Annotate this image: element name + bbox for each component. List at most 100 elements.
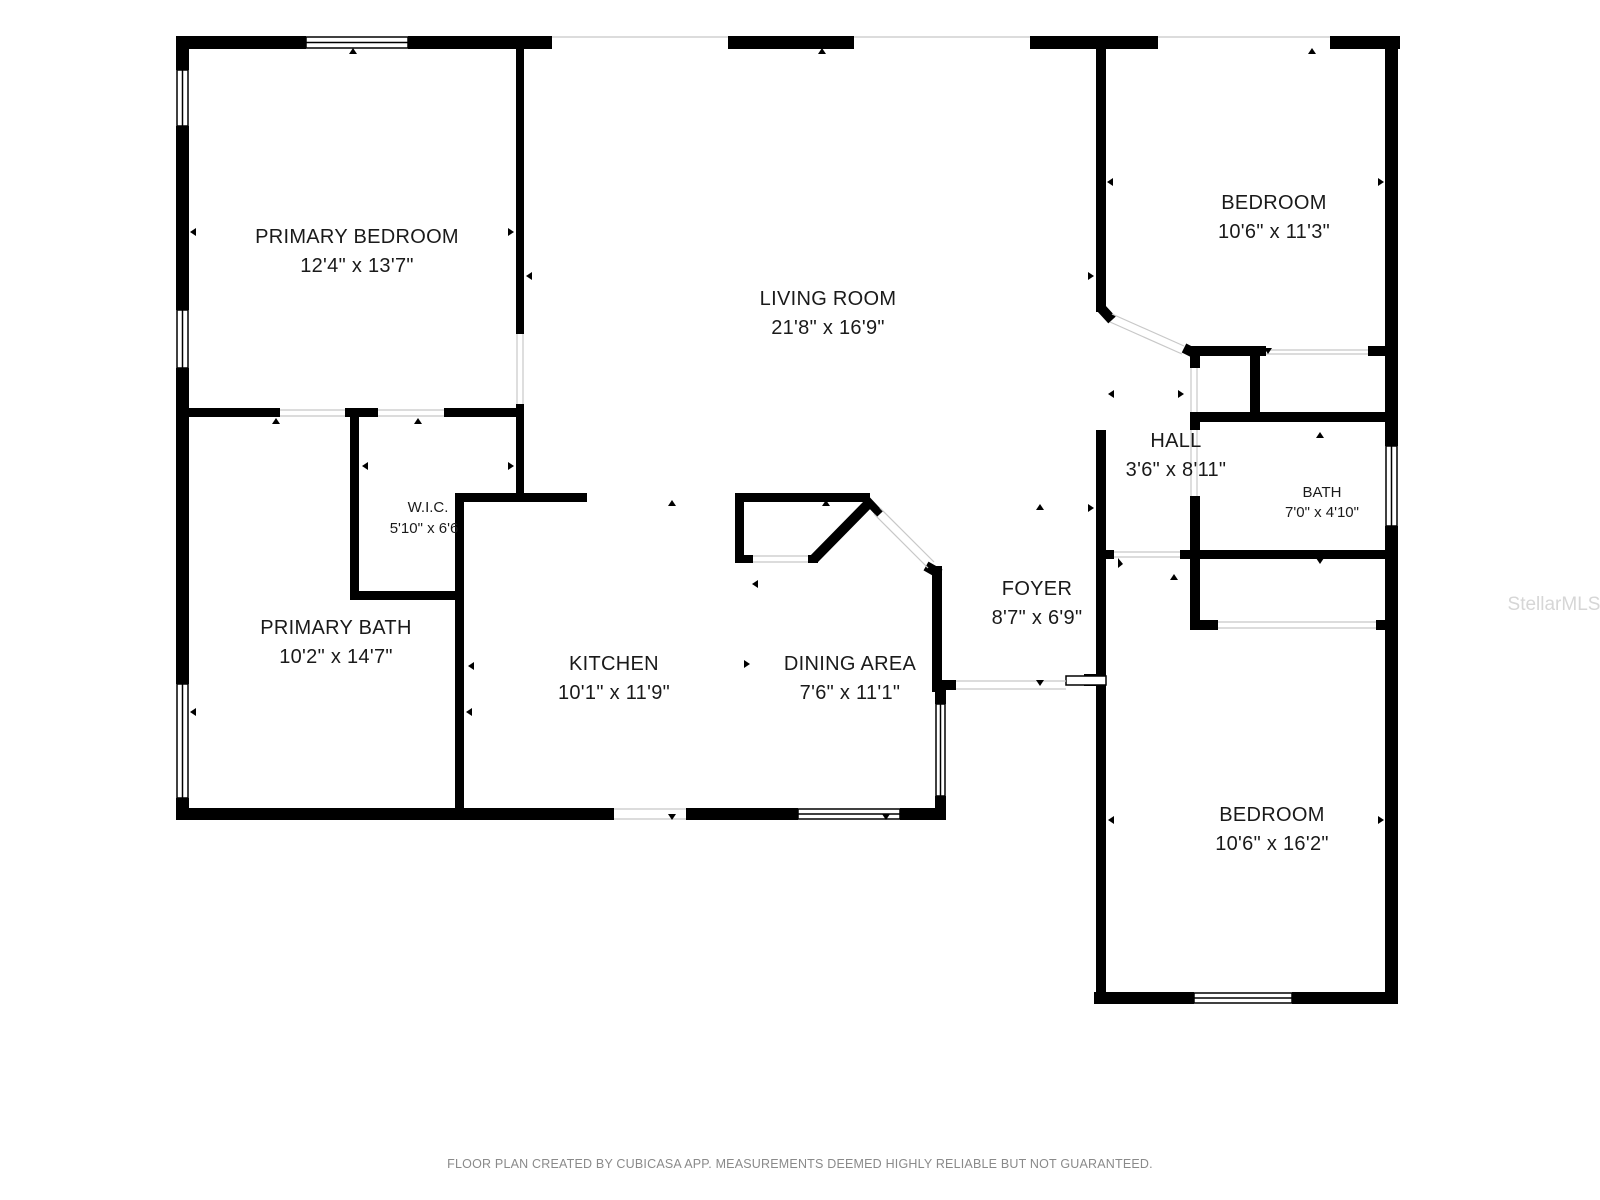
wall (1385, 526, 1398, 1004)
tick (1107, 178, 1113, 186)
tick (668, 814, 676, 820)
wall (176, 808, 614, 820)
tick (1036, 680, 1044, 686)
wall (810, 498, 874, 563)
room-dims-bath: 7'0" x 4'10" (1285, 504, 1359, 521)
wall (728, 36, 854, 49)
measurement-ticks (190, 48, 1384, 1004)
wall (923, 561, 943, 579)
tick (1118, 558, 1123, 568)
wall (735, 493, 870, 502)
wall (1190, 346, 1266, 356)
wall (455, 493, 587, 502)
room-name-kitchen: KITCHEN (569, 653, 659, 675)
wall (932, 566, 942, 692)
tick (1088, 504, 1094, 512)
tick (1378, 816, 1384, 824)
room-dims-wic: 5'10" x 6'6 (390, 520, 459, 537)
opening (1111, 313, 1185, 347)
tick (508, 228, 514, 236)
opening (1109, 321, 1183, 355)
room-name-bedroom-top: BEDROOM (1221, 192, 1326, 214)
room-dims-living-room: 21'8" x 16'9" (771, 317, 885, 339)
tick (1088, 272, 1094, 280)
footer-note: FLOOR PLAN CREATED BY CUBICASA APP. MEAS… (447, 1157, 1153, 1171)
tick (1378, 178, 1384, 186)
wall (1097, 304, 1116, 324)
wall (345, 408, 378, 417)
wall (1190, 496, 1200, 630)
tick (1316, 432, 1324, 438)
tick (668, 500, 676, 506)
wall (1292, 992, 1398, 1004)
wall (176, 36, 306, 49)
wall (176, 126, 189, 310)
openings (280, 36, 1376, 820)
tick (190, 228, 196, 236)
tick (362, 462, 368, 470)
tick (822, 500, 830, 506)
wall (176, 368, 189, 684)
tick (882, 814, 890, 820)
room-labels: PRIMARY BEDROOM 12'4" x 13'7" LIVING ROO… (255, 192, 1359, 855)
wall (516, 44, 524, 334)
wall (935, 682, 946, 704)
room-name-primary-bedroom: PRIMARY BEDROOM (255, 226, 459, 248)
wall (176, 36, 189, 70)
tick (190, 708, 196, 716)
opening (873, 513, 929, 569)
tick (414, 418, 422, 424)
tick (349, 48, 357, 54)
wall (1190, 412, 1398, 422)
wall (516, 404, 524, 500)
wall (686, 808, 798, 820)
wall (1096, 550, 1114, 559)
tick (818, 48, 826, 54)
tick (526, 272, 532, 280)
room-dims-bedroom-top: 10'6" x 11'3" (1218, 221, 1330, 243)
wall (444, 408, 524, 417)
tick (1108, 816, 1114, 824)
wall (935, 796, 946, 820)
wall (862, 495, 883, 517)
tick (414, 594, 422, 600)
room-dims-primary-bedroom: 12'4" x 13'7" (300, 255, 414, 277)
wall (1096, 44, 1106, 312)
tick (1264, 348, 1272, 354)
tick (272, 814, 280, 820)
wall (1385, 36, 1398, 410)
tick (466, 708, 472, 716)
wall (1030, 36, 1158, 49)
wall (350, 408, 359, 600)
room-name-bath: BATH (1303, 484, 1342, 501)
room-name-hall: HALL (1150, 430, 1201, 452)
wall (1330, 36, 1400, 49)
tick (1170, 998, 1178, 1004)
room-dims-foyer: 8'7" x 6'9" (992, 607, 1083, 629)
room-name-wic: W.I.C. (408, 499, 449, 516)
room-name-living-room: LIVING ROOM (760, 288, 897, 310)
wall (932, 680, 956, 690)
wall (1376, 620, 1398, 630)
wall (1096, 430, 1106, 1004)
room-dims-dining-area: 7'6" x 11'1" (800, 682, 901, 704)
tick (351, 416, 359, 422)
wall (900, 808, 946, 820)
wall (735, 493, 744, 563)
window (1065, 675, 1107, 686)
opening (879, 507, 935, 563)
tick (508, 462, 514, 470)
wall (1190, 620, 1218, 630)
room-name-primary-bath: PRIMARY BATH (260, 617, 411, 639)
wall (455, 493, 464, 820)
tick (1178, 390, 1184, 398)
tick (272, 418, 280, 424)
wall (1368, 346, 1398, 356)
tick (752, 580, 758, 588)
tick (1170, 574, 1178, 580)
room-dims-kitchen: 10'1" x 11'9" (558, 682, 670, 704)
tick (1308, 48, 1316, 54)
room-dims-bedroom-bottom: 10'6" x 16'2" (1215, 833, 1329, 855)
wall (1190, 346, 1200, 368)
